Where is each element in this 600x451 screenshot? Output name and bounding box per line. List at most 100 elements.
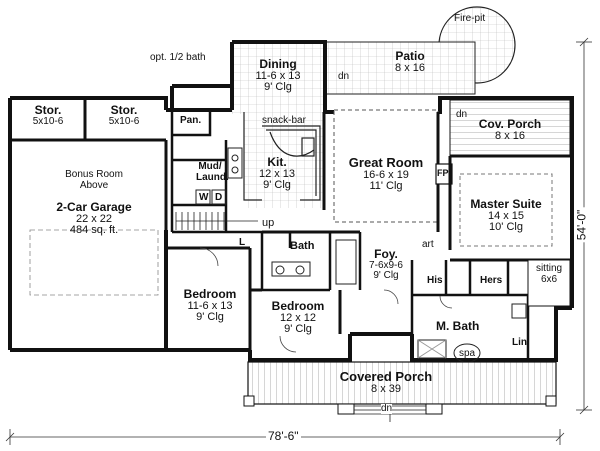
sitting-name: sitting [535, 263, 563, 274]
garage-label: Bonus Room Above 2-Car Garage 22 x 22 48… [30, 169, 158, 237]
cov-porch-label: Cov. Porch 8 x 16 [468, 118, 552, 142]
garage-name: 2-Car Garage [56, 200, 132, 214]
overall-depth-text: 54'-0" [574, 207, 589, 243]
kitchen-counters [243, 112, 321, 201]
pantry-label: Pan. [180, 115, 202, 126]
service-walls [170, 110, 262, 234]
front-dn-label: dn [381, 403, 393, 414]
patio-name: Patio [395, 49, 425, 63]
overall-width-text: 78'-6" [266, 429, 301, 443]
storage1-name: Stor. [34, 103, 62, 117]
covered-porch-floor [247, 361, 557, 405]
bedroom1-label: Bedroom 11-6 x 13 9' Clg [176, 288, 244, 324]
bedroom1-clg: 9' Clg [196, 311, 224, 324]
kitchen-floor [244, 112, 324, 208]
patio-dn-label: dn [338, 71, 350, 82]
dryer-label: D [215, 192, 223, 203]
garage-dim: 22 x 22 [75, 212, 113, 225]
cov-porch-dn-label: dn [456, 109, 468, 120]
kitchen-label: Kit. 12 x 13 9' Clg [252, 156, 302, 192]
dining-floor [232, 42, 324, 114]
bedroom2-name: Bedroom [271, 299, 325, 313]
cov-porch-floor [449, 99, 571, 157]
dining-dim: 11-6 x 13 [255, 69, 301, 82]
art-niche-label: art [422, 239, 434, 250]
master-suite-outline [459, 173, 553, 247]
linen-l-label: L [239, 237, 246, 248]
dining-name: Dining [259, 57, 297, 71]
linen-label: Lin [512, 337, 527, 348]
foyer-dim: 7-6x9-6 [369, 259, 403, 271]
storage2-label: Stor. 5x10-6 [104, 104, 144, 127]
master-suite-clg: 10' Clg [489, 221, 523, 234]
spa-label: spa [459, 348, 476, 359]
storage-walls [10, 98, 166, 142]
laundry-name: Laund. [196, 171, 229, 183]
bedroom2-clg: 9' Clg [284, 323, 312, 336]
sitting-dim: 6x6 [540, 273, 558, 285]
bedroom1-dim: 11-6 x 13 [187, 299, 233, 312]
storage1-label: Stor. 5x10-6 [28, 104, 68, 127]
washer-label: W [199, 192, 209, 203]
fire-pit-label: Fire-pit [454, 13, 486, 24]
great-room-name: Great Room [348, 155, 424, 170]
storage2-name: Stor. [110, 103, 138, 117]
bedroom2-dim: 12 x 12 [279, 311, 317, 324]
kitchen-name: Kit. [267, 155, 287, 169]
cov-porch-dim: 8 x 16 [495, 129, 525, 142]
hers-closet-label: Hers [480, 275, 503, 286]
mud-name: Mud/ [198, 161, 222, 172]
opt-half-bath-note: opt. 1/2 bath [150, 52, 206, 63]
master-suite-dim: 14 x 15 [487, 209, 525, 222]
bonus-room-line1: Bonus Room [65, 169, 123, 180]
snack-bar-label: snack-bar [262, 115, 306, 126]
master-bath-walls [410, 260, 530, 360]
kitchen-dim: 12 x 13 [258, 167, 296, 180]
his-closet-label: His [427, 275, 443, 286]
covered-porch-label: Covered Porch 8 x 39 [326, 370, 446, 395]
bedroom2-label: Bedroom 12 x 12 9' Clg [266, 300, 330, 336]
storage1-dim: 5x10-6 [32, 115, 64, 127]
master-suite-label: Master Suite 14 x 15 10' Clg [462, 198, 550, 234]
foyer-name: Foy. [374, 247, 398, 261]
fireplace-box [435, 163, 453, 185]
mud-fixtures [195, 147, 243, 205]
up-stairs-label: up [262, 217, 275, 229]
mud-laundry-label: Mud/ Laund. [196, 161, 229, 183]
patio-label: Patio 8 x 16 [380, 50, 440, 74]
great-room-clg: 11' Clg [369, 180, 403, 193]
hall-bath-walls [260, 232, 362, 292]
great-room-dim: 16-6 x 19 [363, 168, 409, 181]
door-swings [199, 247, 453, 353]
bath-fixtures [271, 239, 357, 285]
dining-clg: 9' Clg [264, 81, 292, 94]
master-suite-name: Master Suite [470, 197, 542, 211]
bath-label: Bath [290, 240, 315, 252]
sitting-label: sitting 6x6 [530, 263, 568, 285]
great-room-outline [333, 109, 439, 223]
porch-columns [243, 395, 557, 415]
garage-area: 484 sq. ft. [69, 224, 119, 237]
patio-dim: 8 x 16 [395, 61, 425, 74]
bedroom1-name: Bedroom [183, 287, 237, 301]
bedroom-walls [166, 246, 342, 350]
covered-porch-name: Covered Porch [339, 369, 433, 384]
stairs [175, 212, 258, 230]
cov-porch-name: Cov. Porch [478, 117, 542, 131]
dining-label: Dining 11-6 x 13 9' Clg [240, 58, 316, 94]
foyer-clg: 9' Clg [373, 270, 399, 282]
master-bath-fixtures [417, 303, 527, 363]
exterior-walls [8, 84, 574, 362]
bonus-room-line2: Above [79, 179, 109, 191]
sitting-area [527, 259, 571, 307]
storage2-dim: 5x10-6 [108, 115, 140, 127]
garage-floor [12, 142, 164, 348]
garage-door-lines [29, 229, 159, 296]
fireplace-label: FP [437, 168, 449, 178]
foyer-label: Foy. 7-6x9-6 9' Clg [362, 248, 410, 282]
great-room-label: Great Room 16-6 x 19 11' Clg [340, 156, 432, 193]
master-bath-label: M. Bath [436, 319, 480, 333]
covered-porch-dim: 8 x 39 [371, 382, 401, 395]
patio-floor [324, 41, 476, 95]
